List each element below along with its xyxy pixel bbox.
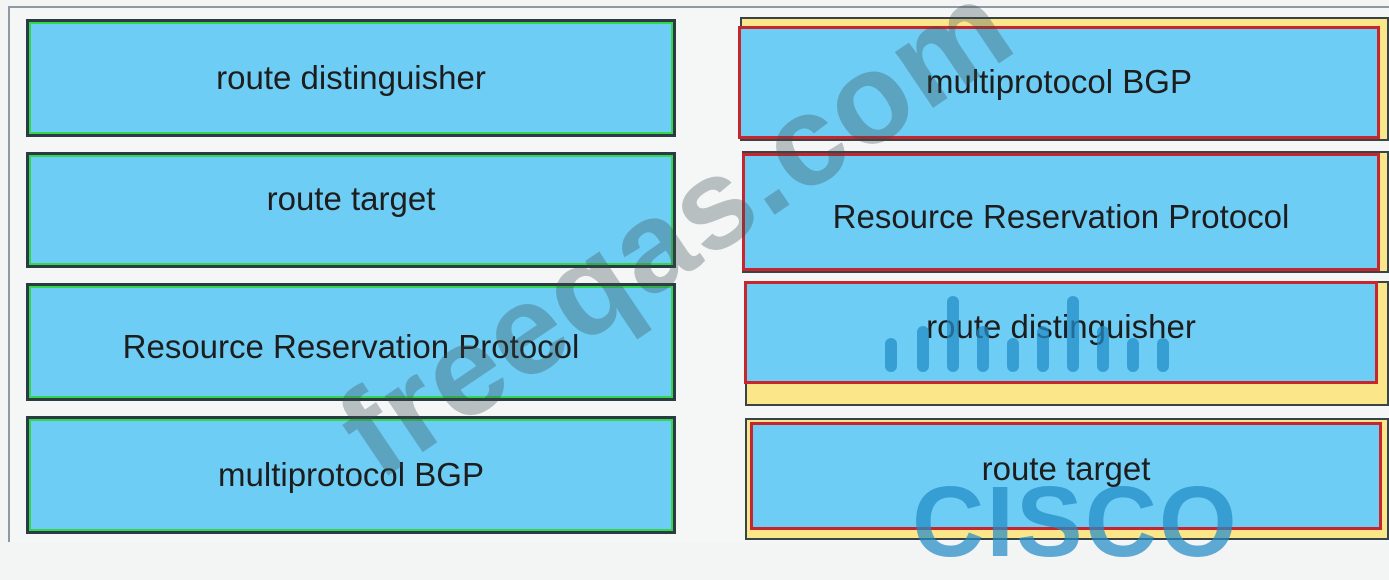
placed-item[interactable]: multiprotocol BGP	[738, 26, 1380, 139]
placed-item[interactable]: route target	[750, 422, 1382, 530]
placed-item-label: route target	[981, 450, 1151, 487]
placed-item-label: route distinguisher	[926, 307, 1196, 345]
source-item[interactable]: multiprotocol BGP	[26, 416, 676, 534]
source-item[interactable]: route distinguisher	[26, 19, 676, 137]
placed-item[interactable]: route distinguisher	[744, 281, 1378, 384]
placed-item-label: multiprotocol BGP	[926, 63, 1192, 100]
source-item[interactable]: route target	[26, 152, 676, 268]
source-item-label: multiprotocol BGP	[218, 456, 484, 493]
source-item-label: Resource Reservation Protocol	[122, 328, 580, 365]
source-item-label: route distinguisher	[216, 59, 486, 96]
placed-item-label: Resource Reservation Protocol	[832, 198, 1290, 235]
source-item-label: route target	[266, 180, 436, 217]
placed-item[interactable]: Resource Reservation Protocol	[742, 153, 1380, 271]
source-item[interactable]: Resource Reservation Protocol	[26, 283, 676, 401]
